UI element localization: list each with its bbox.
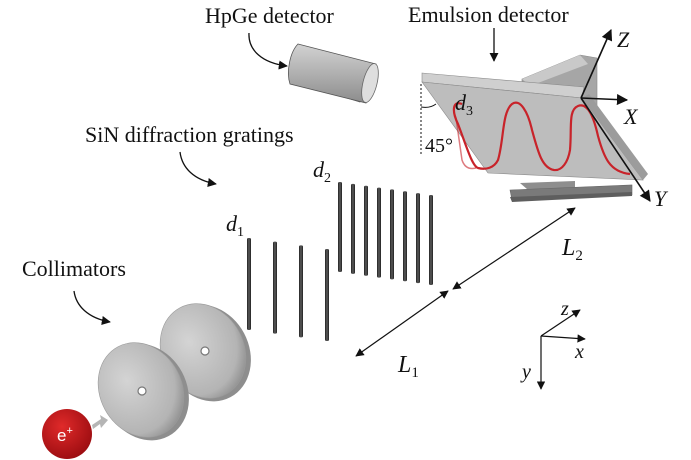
hpge-detector-label: HpGe detector bbox=[205, 3, 335, 28]
grating-bar bbox=[247, 238, 251, 330]
grating-bar bbox=[377, 187, 381, 278]
gratings-label: SiN diffraction gratings bbox=[85, 122, 294, 147]
collimator-aperture bbox=[200, 346, 210, 356]
grating-bar bbox=[416, 193, 420, 284]
grating-bar bbox=[338, 182, 342, 272]
L2-distance-arrow bbox=[452, 207, 576, 290]
detector-x-label: X bbox=[623, 104, 639, 129]
positron: e+ bbox=[42, 409, 92, 459]
detector-x-axis bbox=[580, 93, 629, 106]
emulsion-track bbox=[452, 101, 631, 176]
detector-z-axis bbox=[580, 28, 613, 99]
grating-d1 bbox=[247, 238, 329, 341]
emulsion-detector-label: Emulsion detector bbox=[408, 2, 569, 27]
collimator-1 bbox=[97, 342, 189, 441]
grating-bar bbox=[364, 185, 368, 276]
lab-x-label: x bbox=[574, 341, 584, 363]
collimators-label: Collimators bbox=[22, 256, 126, 281]
emulsion-detector bbox=[421, 54, 648, 202]
grating-bar bbox=[403, 191, 407, 282]
L1-label: L1 bbox=[397, 352, 419, 381]
grating-bar bbox=[351, 183, 355, 274]
L1-distance-arrow bbox=[355, 290, 449, 357]
collimators-pointer-arrow bbox=[73, 290, 111, 326]
grating-d2 bbox=[338, 182, 433, 285]
beam-direction-arrow bbox=[92, 415, 108, 429]
detector-y-axis bbox=[580, 97, 651, 202]
lab-z-axis bbox=[540, 309, 581, 337]
positron-label: e+ bbox=[57, 425, 73, 445]
positron-sphere bbox=[42, 409, 92, 459]
grating-bar bbox=[325, 249, 329, 341]
hpge-detector bbox=[288, 43, 379, 104]
detector-z-label: Z bbox=[617, 27, 630, 52]
grating-bar bbox=[273, 241, 277, 334]
grating-bar bbox=[299, 245, 303, 338]
lab-z-label: z bbox=[560, 298, 569, 320]
lab-y-label: y bbox=[520, 361, 531, 383]
d1-label: d1 bbox=[226, 211, 244, 240]
lab-x-axis bbox=[540, 334, 586, 343]
collimator-aperture bbox=[137, 386, 147, 396]
hpge-pointer-arrow bbox=[248, 32, 288, 70]
lab-axes: z x y bbox=[520, 298, 586, 390]
collimator-2 bbox=[159, 303, 251, 402]
grating-bar bbox=[429, 195, 433, 285]
detector-axes: Z X Y bbox=[580, 27, 669, 211]
d3-label: d3 bbox=[455, 90, 473, 119]
gratings-pointer-arrow bbox=[179, 151, 217, 188]
angle-label: 45° bbox=[425, 135, 453, 157]
grating-bar bbox=[390, 189, 394, 280]
detector-y-label: Y bbox=[654, 186, 669, 211]
angle-arc bbox=[420, 103, 437, 108]
d2-label: d2 bbox=[313, 157, 331, 186]
L2-label: L2 bbox=[561, 235, 583, 264]
